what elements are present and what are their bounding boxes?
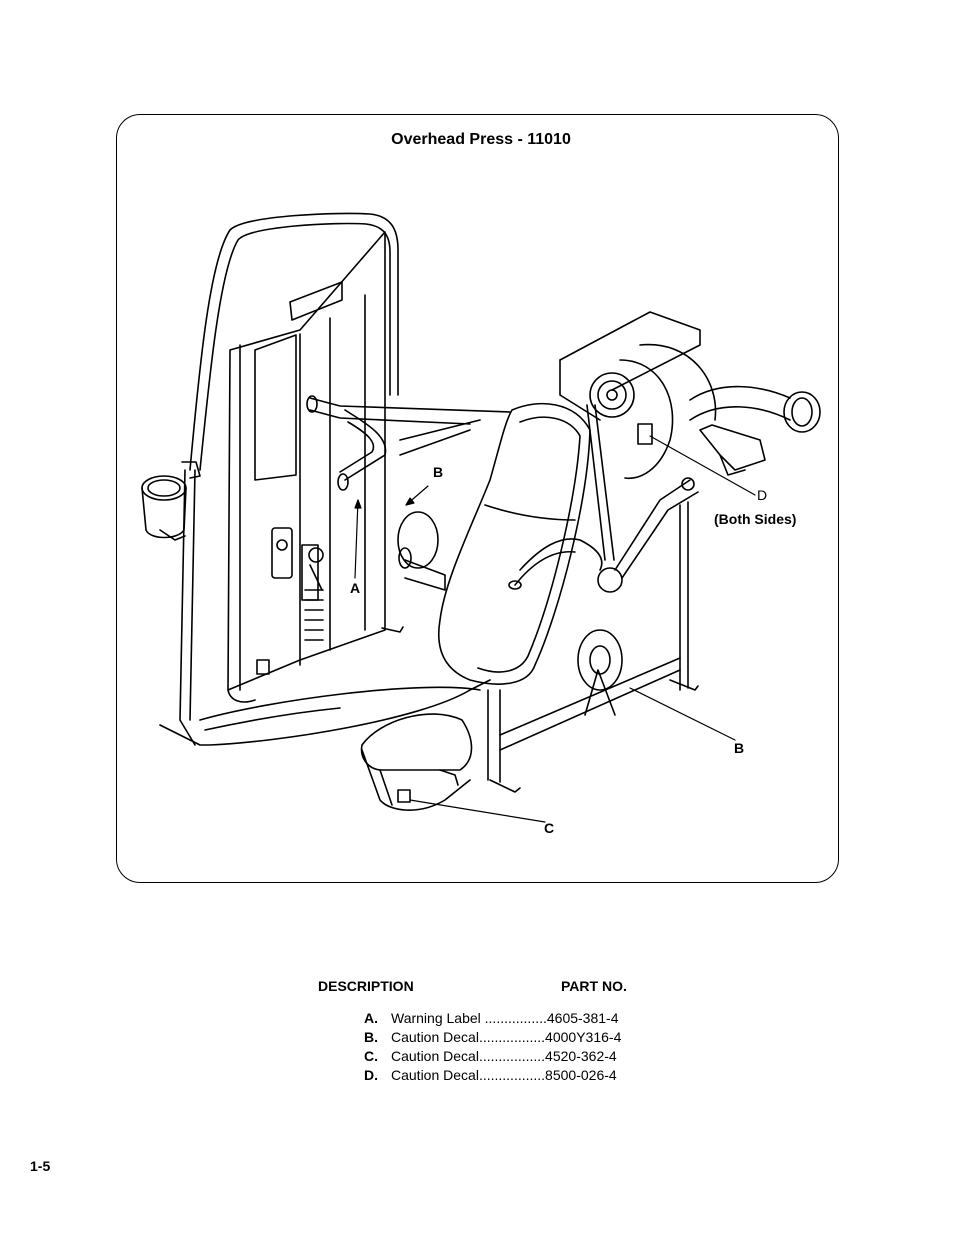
row-letter: B. bbox=[364, 1029, 378, 1045]
right-handle bbox=[614, 385, 821, 579]
row-letter: C. bbox=[364, 1048, 378, 1064]
row-text: Caution Decal.................8500-026-4 bbox=[391, 1067, 617, 1083]
back-pad bbox=[438, 402, 603, 685]
diagram-frame bbox=[116, 114, 839, 883]
parts-row: A. Warning Label ................4605-38… bbox=[364, 1009, 621, 1028]
page-number: 1-5 bbox=[30, 1158, 51, 1174]
callout-c: C bbox=[544, 820, 555, 836]
cam-assembly bbox=[559, 311, 717, 716]
parts-list: A. Warning Label ................4605-38… bbox=[364, 1009, 621, 1085]
parts-row: B. Caution Decal.................4000Y31… bbox=[364, 1028, 621, 1047]
callout-b-bottom: B bbox=[734, 740, 745, 756]
row-letter: D. bbox=[364, 1067, 378, 1083]
callout-b-top: B bbox=[433, 464, 444, 480]
part-no-header: PART NO. bbox=[561, 978, 627, 994]
callout-both-sides: (Both Sides) bbox=[714, 511, 797, 527]
callout-a: A bbox=[350, 580, 361, 596]
leader-lines bbox=[354, 435, 756, 823]
parts-row: D. Caution Decal.................8500-02… bbox=[364, 1066, 621, 1085]
base-frame bbox=[159, 501, 699, 793]
cup-holder bbox=[141, 461, 201, 541]
row-text: Caution Decal.................4000Y316-4 bbox=[391, 1029, 622, 1045]
seat-pad bbox=[360, 713, 473, 811]
diagram-title: Overhead Press - 11010 bbox=[391, 131, 571, 148]
press-arms bbox=[306, 395, 511, 591]
row-letter: A. bbox=[364, 1010, 378, 1026]
weight-stack-tower bbox=[179, 212, 399, 746]
row-text: Caution Decal.................4520-362-4 bbox=[391, 1048, 617, 1064]
callout-d: D bbox=[757, 487, 768, 503]
parts-row: C. Caution Decal.................4520-36… bbox=[364, 1047, 621, 1066]
description-header: DESCRIPTION bbox=[318, 978, 414, 994]
row-text: Warning Label ................4605-381-4 bbox=[391, 1010, 619, 1026]
